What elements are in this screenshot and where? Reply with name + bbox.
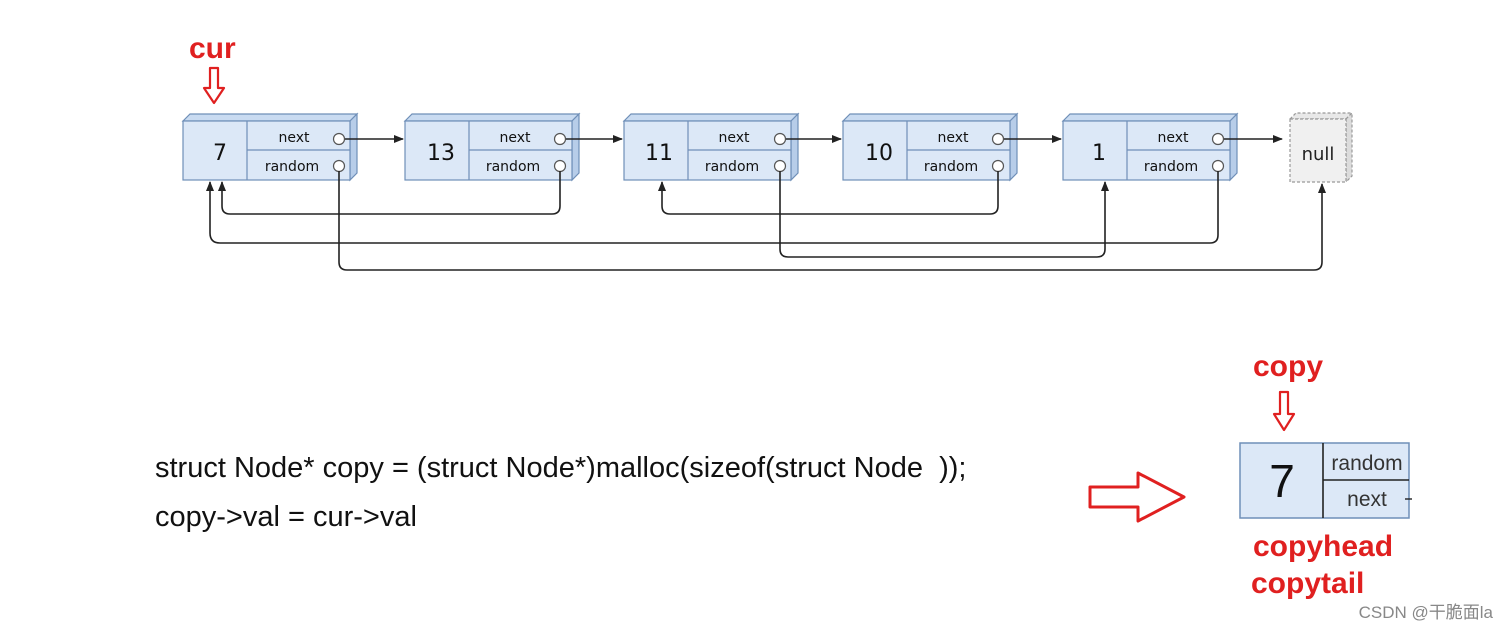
next-label: next (499, 130, 531, 146)
list-node: 7 next random (181, 112, 359, 182)
next-label: next (1157, 130, 1189, 146)
random-label: random (265, 159, 319, 175)
copy-label: copy (1253, 350, 1324, 383)
code-line-2: copy->val = cur->val (155, 501, 417, 533)
null-node: null (1288, 111, 1354, 184)
null-label: null (1302, 144, 1335, 165)
code-line-1: struct Node* copy = (struct Node*)malloc… (155, 452, 967, 484)
watermark: CSDN @干脆面la (1358, 603, 1493, 622)
next-label: next (278, 130, 310, 146)
list-node: 1 next random (1061, 112, 1239, 182)
node-value: 7 (213, 141, 227, 166)
copy-next-label: next (1347, 488, 1387, 511)
copy-node-value: 7 (1269, 455, 1295, 507)
random-label: random (705, 159, 759, 175)
cur-pointer-arrow (202, 66, 226, 105)
copy-node: 7 random next (1239, 442, 1412, 519)
copytail-label: copytail (1251, 567, 1365, 600)
node-value: 11 (645, 141, 673, 166)
random-label: random (1144, 159, 1198, 175)
list-node: 10 next random (841, 112, 1019, 182)
next-label: next (937, 130, 969, 146)
list-node: 11 next random (622, 112, 800, 182)
list-node: 13 next random (403, 112, 581, 182)
node-value: 13 (427, 141, 455, 166)
right-arrow-icon (1088, 471, 1186, 523)
copy-pointer-arrow (1272, 390, 1296, 432)
node-value: 1 (1092, 141, 1106, 166)
next-label: next (718, 130, 750, 146)
cur-label: cur (189, 32, 236, 65)
copy-random-label: random (1331, 452, 1402, 475)
random-label: random (486, 159, 540, 175)
random-pointer-arrows (206, 171, 1326, 271)
random-label: random (924, 159, 978, 175)
node-value: 10 (865, 141, 893, 166)
copyhead-label: copyhead (1253, 530, 1394, 563)
